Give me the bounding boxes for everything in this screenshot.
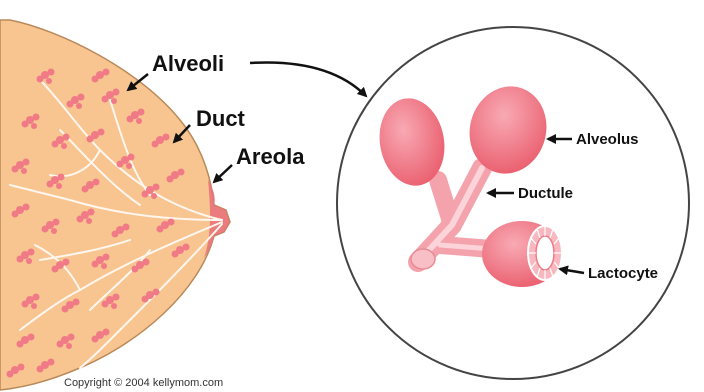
areola-arrow [214,165,232,182]
label-alveolus: Alveolus [576,131,639,148]
label-areola: Areola [236,144,305,169]
label-duct: Duct [196,106,246,131]
label-ductule: Ductule [518,185,573,202]
magnified-view-circle [337,27,689,379]
alveolus-cross-section [482,221,562,287]
label-lactocyte: Lactocyte [588,265,658,282]
zoom-arrow [250,62,366,96]
label-alveoli: Alveoli [152,51,224,76]
copyright-text: Copyright © 2004 kellymom.com [64,377,223,389]
